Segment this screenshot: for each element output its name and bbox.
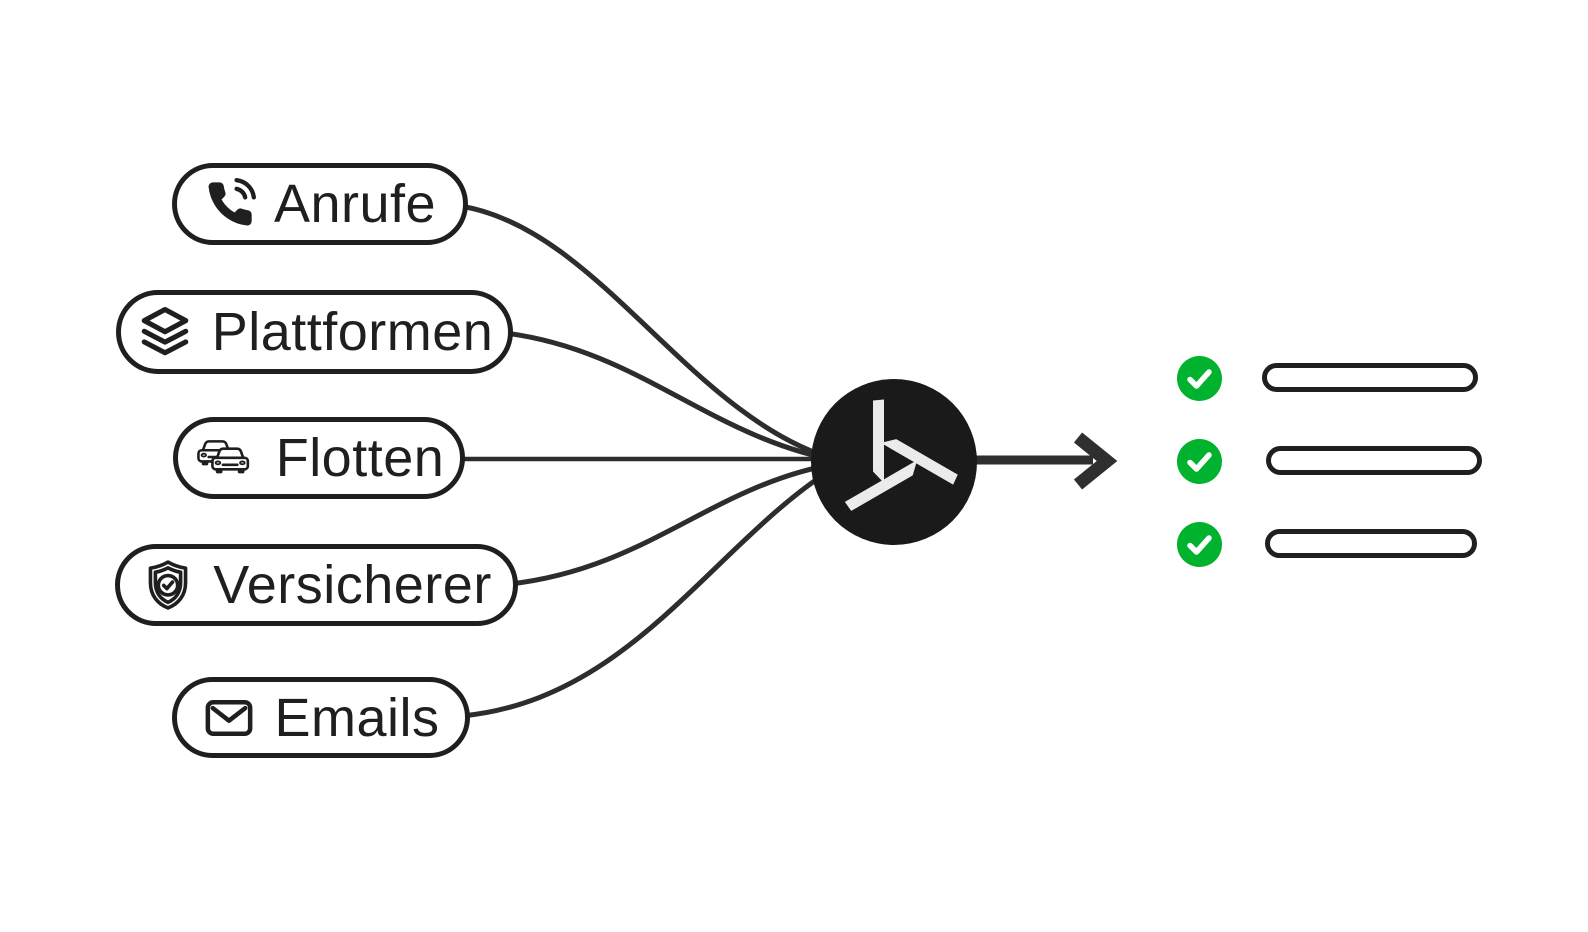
source-node-label: Versicherer xyxy=(213,555,492,615)
phone-call-icon xyxy=(204,178,256,230)
email-icon xyxy=(202,691,256,745)
result-placeholder-bar xyxy=(1265,529,1477,558)
connector-anrufe xyxy=(457,203,843,464)
check-circle-icon xyxy=(1177,439,1222,484)
check-circle-icon xyxy=(1177,522,1222,567)
shield-check-icon xyxy=(141,558,195,612)
result-placeholder-bar xyxy=(1262,363,1478,392)
source-node-label: Anrufe xyxy=(273,174,437,234)
source-node-plattformen: Plattformen xyxy=(116,290,513,374)
source-node-label: Plattformen xyxy=(211,302,494,362)
source-node-anrufe: Anrufe xyxy=(172,163,468,245)
connector-plattformen xyxy=(502,330,843,464)
source-node-versicherer: Versicherer xyxy=(115,544,518,626)
layers-icon xyxy=(136,303,194,361)
flow-arrow xyxy=(960,432,1118,490)
result-placeholder-bar xyxy=(1266,446,1482,475)
source-node-label: Emails xyxy=(274,687,440,748)
hub-node xyxy=(811,379,977,545)
connector-versicherer xyxy=(507,460,843,587)
connector-emails xyxy=(459,461,843,719)
source-node-label: Flotten xyxy=(275,428,445,488)
turbine-logo-icon xyxy=(844,399,958,511)
fleet-cars-icon xyxy=(194,435,258,481)
source-node-flotten: Flotten xyxy=(173,417,465,499)
check-circle-icon xyxy=(1177,356,1222,401)
source-node-emails: Emails xyxy=(172,677,470,758)
